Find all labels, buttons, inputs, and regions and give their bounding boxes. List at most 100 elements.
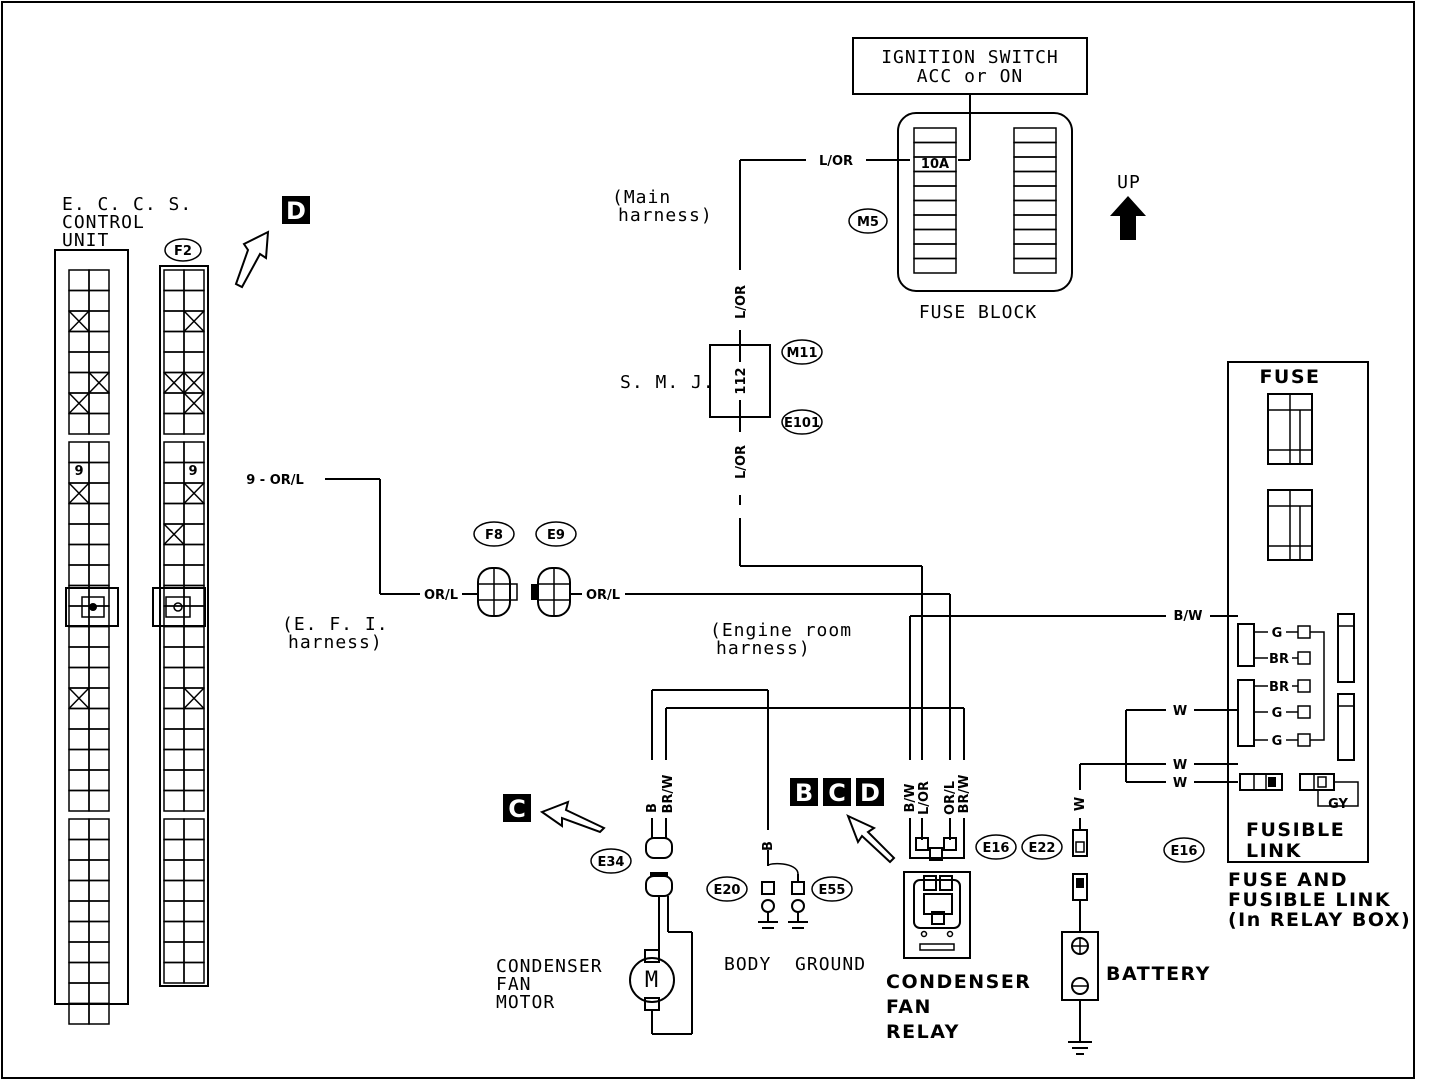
relay-label-2: FAN bbox=[886, 996, 932, 1018]
connector-e34: E34 bbox=[590, 848, 632, 874]
svg-text:E101: E101 bbox=[784, 416, 820, 431]
fuse-10a-label: 10A bbox=[921, 157, 949, 172]
relay-box-caption-2: FUSIBLE LINK bbox=[1228, 889, 1391, 911]
svg-text:M5: M5 bbox=[857, 215, 879, 230]
svg-text:F2: F2 bbox=[174, 244, 192, 259]
fusible-link-label-1: FUSIBLE bbox=[1246, 819, 1345, 841]
ignition-switch: IGNITION SWITCH ACC or ON bbox=[852, 37, 1088, 161]
svg-text:E16: E16 bbox=[1171, 844, 1198, 859]
motor-symbol: M bbox=[645, 968, 659, 993]
section-c-arrow-icon bbox=[539, 800, 606, 834]
wire-ecu-9: 9 - OR/L bbox=[246, 473, 304, 488]
ecu-pin-9-left: 9 bbox=[74, 464, 83, 479]
battery-label: BATTERY bbox=[1106, 963, 1211, 985]
wire-b-motor: B bbox=[645, 803, 660, 813]
wire-w-1: W bbox=[1173, 704, 1187, 719]
engine-harness-label-2: harness) bbox=[716, 638, 811, 659]
section-d2-box bbox=[856, 778, 884, 806]
connector-e9: E9 bbox=[531, 521, 577, 617]
svg-text:E16: E16 bbox=[983, 841, 1010, 856]
ecu-connector-f2: F2 9 bbox=[152, 238, 209, 987]
motor-label-2: FAN bbox=[496, 974, 532, 995]
wire-or-l-left: OR/L bbox=[424, 588, 458, 603]
section-c2-label: C bbox=[828, 779, 846, 807]
relay-box-caption-1: FUSE AND bbox=[1228, 869, 1348, 891]
section-d-label: D bbox=[286, 197, 306, 225]
ignition-switch-line2: ACC or ON bbox=[917, 66, 1024, 87]
motor-label-1: CONDENSER bbox=[496, 956, 603, 977]
svg-text:E34: E34 bbox=[598, 855, 625, 870]
section-c2-box bbox=[823, 778, 851, 806]
relay-box-br-2: BR bbox=[1269, 680, 1289, 695]
relay-box-fuse-label: FUSE bbox=[1259, 366, 1320, 388]
efi-harness-label-1: (E. F. I. bbox=[282, 614, 389, 635]
fuse-block-label: FUSE BLOCK bbox=[919, 302, 1037, 323]
wire-w-3: W bbox=[1173, 776, 1187, 791]
relay-box-g-1: G bbox=[1272, 626, 1283, 641]
efi-harness-label-2: harness) bbox=[288, 632, 383, 653]
wire-relay-or-l: OR/L bbox=[943, 781, 958, 815]
condenser-fan-motor-icon: M bbox=[629, 949, 675, 1011]
battery-icon bbox=[1061, 931, 1099, 1055]
section-b-label: B bbox=[795, 779, 813, 807]
wire-relay-l-or: L/OR bbox=[917, 781, 932, 815]
section-c-label: C bbox=[508, 795, 526, 823]
body-ground-icon bbox=[758, 850, 808, 929]
relay-box-gy: GY bbox=[1328, 797, 1348, 812]
svg-text:E22: E22 bbox=[1029, 841, 1056, 856]
relay-box-br-1: BR bbox=[1269, 652, 1289, 667]
wire-l-or-vertical-2: L/OR bbox=[734, 445, 749, 479]
connector-e16-left: E16 bbox=[975, 834, 1017, 860]
smj-junction: 112 bbox=[709, 344, 771, 418]
section-c-box bbox=[503, 794, 531, 822]
smj-pin: 112 bbox=[734, 367, 749, 394]
connector-e101: E101 bbox=[781, 409, 823, 435]
ecu-connector-left: 9 bbox=[54, 249, 129, 1025]
wire-br-w-motor: BR/W bbox=[661, 774, 676, 813]
wire-l-or-top: L/OR bbox=[819, 154, 853, 169]
connector-m11: M11 bbox=[781, 339, 823, 365]
body-ground-label: BODY GROUND bbox=[724, 954, 866, 975]
wire-b-w: B/W bbox=[1174, 609, 1203, 624]
relay-label-1: CONDENSER bbox=[886, 971, 1031, 993]
relay-box-g-2: G bbox=[1272, 706, 1283, 721]
wire-w-4: W bbox=[1073, 797, 1088, 811]
relay-box: FUSE G BR BR G G bbox=[1227, 361, 1369, 863]
fusible-link-label-2: LINK bbox=[1246, 840, 1302, 862]
section-b-box bbox=[790, 778, 818, 806]
wire-b-ground: B bbox=[761, 841, 776, 851]
wire-or-l-right: OR/L bbox=[586, 588, 620, 603]
svg-text:E9: E9 bbox=[547, 528, 565, 543]
motor-label-3: MOTOR bbox=[496, 992, 555, 1013]
relay-box-g-3: G bbox=[1272, 734, 1283, 749]
section-d2-label: D bbox=[860, 779, 880, 807]
relay-label-3: RELAY bbox=[886, 1021, 960, 1043]
condenser-fan-relay-icon bbox=[903, 818, 971, 959]
smj-label: S. M. J. bbox=[620, 372, 715, 393]
wire-relay-br-w: BR/W bbox=[957, 774, 972, 813]
wire-relay-b-w: B/W bbox=[903, 784, 918, 813]
svg-text:E20: E20 bbox=[714, 883, 741, 898]
svg-text:E55: E55 bbox=[819, 883, 846, 898]
connector-e22: E22 bbox=[1021, 834, 1063, 860]
up-label: UP bbox=[1117, 172, 1141, 193]
wire-l-or-vertical-1: L/OR bbox=[734, 285, 749, 319]
main-harness-label-2: harness) bbox=[618, 205, 713, 226]
section-d-box bbox=[282, 196, 310, 224]
relay-box-caption-3: (In RELAY BOX) bbox=[1228, 909, 1411, 931]
diagram-frame bbox=[1, 1, 1415, 1079]
wire-w-2: W bbox=[1173, 758, 1187, 773]
main-harness-label-1: (Main bbox=[612, 187, 671, 208]
ecu-pin-9-right: 9 bbox=[188, 464, 197, 479]
connector-e16-right: E16 bbox=[1163, 837, 1205, 863]
fuse-block: 10A FUSE BLOCK bbox=[897, 112, 1073, 323]
section-d-arrow-icon bbox=[234, 230, 270, 289]
ecu-label-3: UNIT bbox=[62, 230, 109, 251]
section-bcd-arrow-icon bbox=[846, 814, 896, 864]
engine-harness-label-1: (Engine room bbox=[710, 620, 852, 641]
svg-text:M11: M11 bbox=[786, 346, 817, 361]
ecu-label-1: E. C. C. S. bbox=[62, 194, 192, 215]
connector-e55: E55 bbox=[811, 876, 853, 902]
svg-text:F8: F8 bbox=[485, 528, 503, 543]
